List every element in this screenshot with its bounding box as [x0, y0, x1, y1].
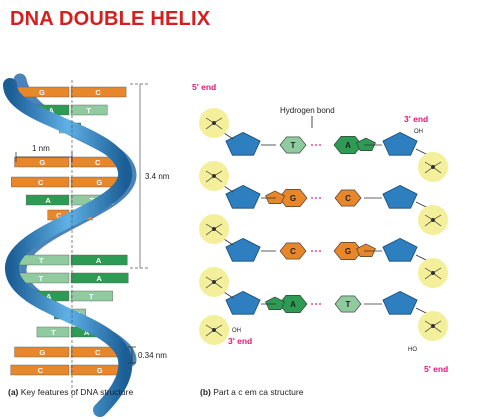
base-label: C	[95, 348, 101, 357]
phosphate-group	[418, 205, 448, 235]
phosphate-group	[199, 214, 229, 244]
phosphate-group	[418, 258, 448, 288]
base-label: A	[46, 292, 52, 301]
three-end-bottom: 3' end	[228, 336, 252, 346]
base-label: A	[96, 274, 102, 283]
base-label: C	[95, 158, 101, 167]
base-label: C	[345, 194, 351, 203]
base-label: A	[45, 196, 51, 205]
base-label: T	[291, 141, 296, 150]
base-label: A	[96, 256, 102, 265]
sugar	[225, 237, 261, 262]
base-label: G	[39, 158, 45, 167]
base-label: T	[39, 274, 44, 283]
base-label: G	[345, 247, 351, 256]
sugar	[382, 184, 418, 209]
five-end-bottom: 5' end	[424, 364, 448, 374]
oh-top: OH	[414, 129, 423, 135]
base-label: G	[39, 348, 45, 357]
width-label: 1 nm	[32, 144, 50, 153]
caption-a: (a) Key features of DNA structure	[8, 387, 134, 397]
phosphate-group	[199, 267, 229, 297]
phosphate-group	[199, 315, 229, 345]
base-label: T	[89, 292, 94, 301]
phosphate-group	[418, 311, 448, 341]
base-label: A	[49, 106, 55, 115]
page-title: DNA DOUBLE HELIX	[10, 8, 211, 30]
base-label: G	[97, 366, 103, 375]
ho-bottom: HO	[408, 347, 417, 353]
base-label: G	[39, 88, 45, 97]
caption-b: (b) Part a c em ca structure	[200, 387, 304, 397]
sugar	[382, 290, 418, 315]
base-label: C	[38, 366, 44, 375]
base-label: C	[95, 88, 101, 97]
base-label: G	[96, 178, 102, 187]
base-label: G	[290, 194, 296, 203]
sugar	[225, 131, 261, 156]
base-label: A	[84, 328, 90, 337]
five-end-top: 5' end	[192, 82, 216, 92]
base-label: T	[86, 106, 91, 115]
phosphate-group	[199, 108, 229, 138]
oh-bottom: OH	[232, 328, 241, 334]
sugar	[225, 184, 261, 209]
base-label: A	[290, 300, 296, 309]
base-label: C	[38, 178, 44, 187]
three-end-top: 3' end	[404, 114, 428, 124]
sugar	[382, 131, 418, 156]
turn-label: 3.4 nm	[145, 172, 170, 181]
step-label: 0.34 nm	[138, 351, 167, 360]
base-label: A	[345, 141, 351, 150]
base-label: T	[39, 256, 44, 265]
sugar	[225, 290, 261, 315]
phosphate-group	[199, 161, 229, 191]
base-label: T	[51, 328, 56, 337]
base-label: C	[56, 211, 62, 220]
hydrogen-bond-label: Hydrogen bond	[280, 106, 335, 115]
base-label: T	[346, 300, 351, 309]
phosphate-group	[418, 152, 448, 182]
backbone-strand-front	[3, 78, 133, 417]
sugar	[382, 237, 418, 262]
base-label: C	[290, 247, 296, 256]
